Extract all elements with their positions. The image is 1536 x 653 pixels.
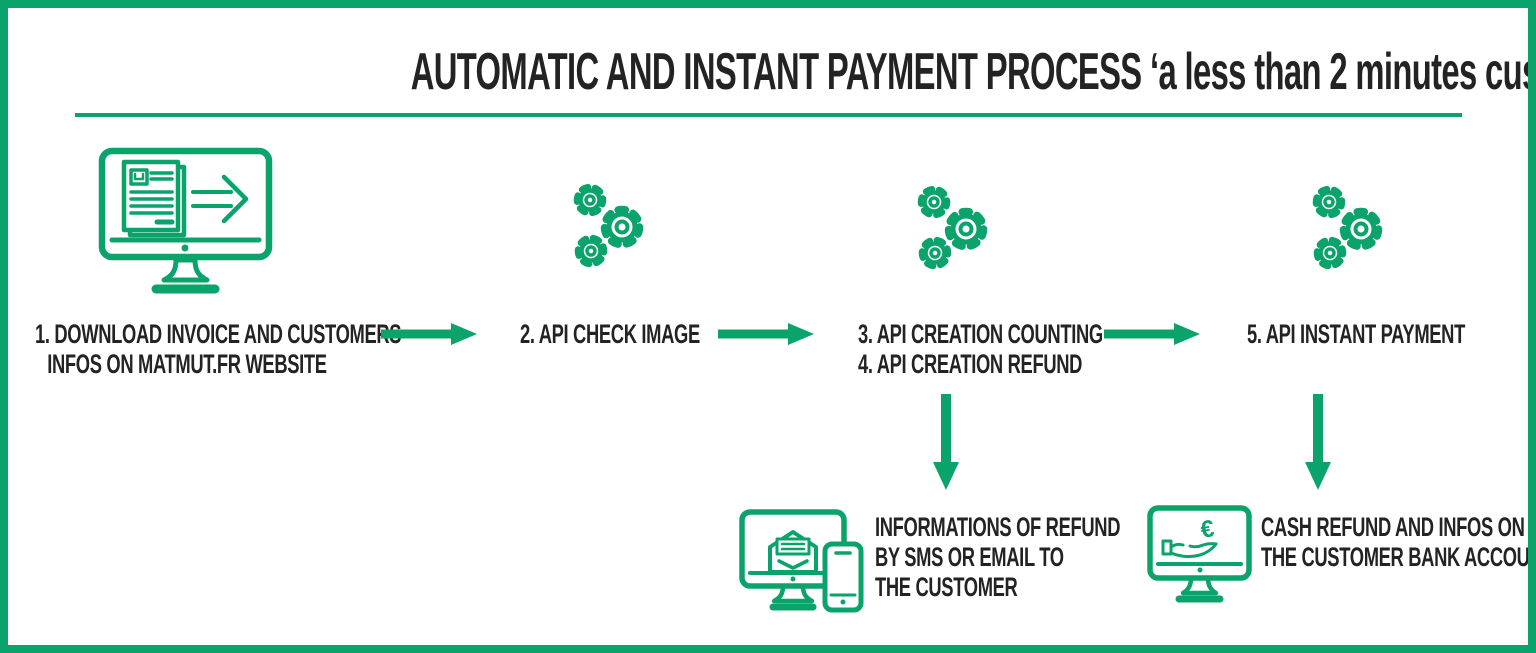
- monitor-email-phone-icon: [739, 509, 864, 613]
- refund-info-label: INFORMATIONS OF REFUND BY SMS OR EMAIL T…: [875, 512, 1120, 602]
- flow-arrow-3: [1104, 323, 1200, 345]
- euro-symbol: €: [1199, 515, 1216, 544]
- step-4-label-line: 4. API CREATION REFUND: [858, 349, 1083, 379]
- step-3-label-line: 3. API CREATION COUNTING: [858, 319, 1103, 349]
- flow-arrow-1: [381, 323, 477, 345]
- refund-info-label-line-1: INFORMATIONS OF REFUND: [875, 512, 1121, 542]
- step-5-label-line-1: 5. API INSTANT PAYMENT: [1247, 319, 1465, 349]
- step-1-label-line-1: 1. DOWNLOAD INVOICE AND CUSTOMERS: [35, 319, 402, 349]
- gears-icon: [1312, 185, 1383, 270]
- gears-icon: [573, 183, 644, 268]
- step-5-label: 5. API INSTANT PAYMENT: [1247, 319, 1465, 349]
- refund-info-label-line-3: THE CUSTOMER: [875, 572, 1018, 602]
- step-1-label-line-2: INFOS ON MATMUT.FR WEBSITE: [47, 349, 327, 379]
- step-2-label: 2. API CHECK IMAGE: [520, 319, 700, 349]
- gears-icon: [917, 185, 988, 270]
- step-3-4-label: 3. API CREATION COUNTING 4. API CREATION…: [858, 319, 1103, 379]
- cash-refund-label-line-1: CASH REFUND AND INFOS ON: [1261, 512, 1525, 542]
- refund-info-label-line-2: BY SMS OR EMAIL TO: [875, 542, 1064, 572]
- monitor-invoice-icon: [98, 147, 273, 294]
- page-title: AUTOMATIC AND INSTANT PAYMENT PROCESS ‘a…: [0, 42, 1536, 102]
- title-underline: [75, 113, 1462, 117]
- step-1-label: 1. DOWNLOAD INVOICE AND CUSTOMERS INFOS …: [35, 319, 402, 379]
- step-2-label-line-1: 2. API CHECK IMAGE: [520, 319, 700, 349]
- monitor-cash-hand-icon: €: [1147, 505, 1252, 603]
- down-arrow-cash-refund: [1305, 394, 1331, 490]
- cash-refund-label: CASH REFUND AND INFOS ON THE CUSTOMER BA…: [1261, 512, 1536, 572]
- page-title-text: AUTOMATIC AND INSTANT PAYMENT PROCESS ‘a…: [410, 43, 1536, 101]
- cash-refund-label-line-2: THE CUSTOMER BANK ACCOUNT: [1261, 542, 1536, 572]
- down-arrow-refund-info: [933, 394, 959, 490]
- flow-arrow-2: [718, 323, 814, 345]
